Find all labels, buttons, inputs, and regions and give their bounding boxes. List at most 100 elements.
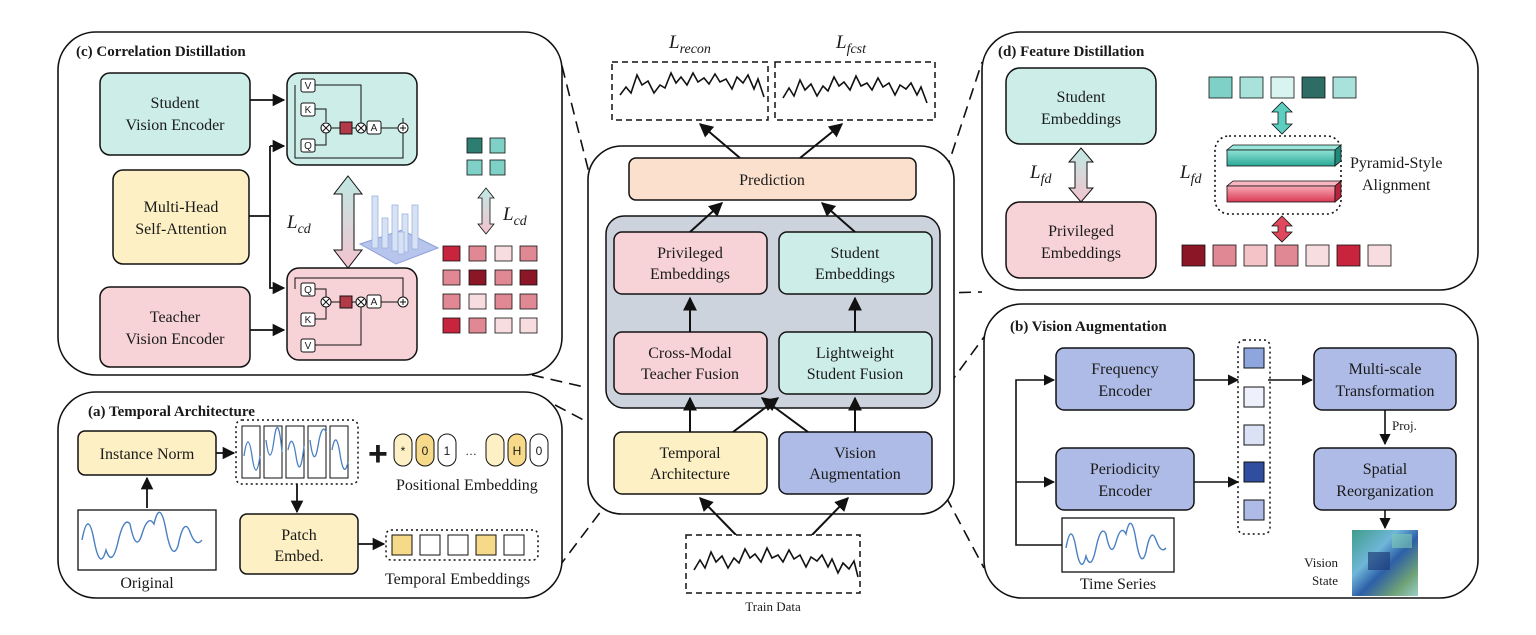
loss-cd-small: Lcd — [502, 204, 528, 229]
d-privileged-label-2: Embeddings — [1041, 245, 1121, 262]
token-0: * — [401, 444, 406, 458]
temporal-embedding-tokens — [391, 534, 525, 556]
teacher-v: V — [305, 341, 312, 352]
spatial-label-1: Spatial — [1363, 461, 1408, 478]
teacher-vision-encoder — [99, 286, 251, 368]
frequency-label-1: Frequency — [1091, 361, 1159, 378]
mhsa-label-1: Multi-Head — [144, 199, 219, 216]
vision-token-column — [1243, 347, 1265, 521]
student-encoder-label-1: Student — [151, 95, 200, 112]
loss-cd-main: Lcd — [286, 212, 312, 237]
loss-recon: Lrecon — [668, 32, 711, 57]
token-5: 0 — [536, 444, 543, 458]
temporal-label-1: Temporal — [659, 445, 721, 462]
teal-align-arrow — [1271, 101, 1293, 135]
panel-a-title: (a) Temporal Architecture — [88, 404, 255, 420]
d-privileged-label-1: Privileged — [1048, 223, 1114, 240]
loss-fd-left: Lfd — [1029, 162, 1052, 187]
privileged-embeddings-label-1: Privileged — [657, 245, 723, 262]
d-student-label-2: Embeddings — [1041, 111, 1121, 128]
panel-correlation-distillation: (c) Correlation Distillation Student Vis… — [57, 31, 563, 376]
student-k: K — [305, 105, 312, 116]
teal-matrix-2x2 — [466, 137, 506, 176]
teacher-fusion-label-1: Cross-Modal — [648, 345, 732, 362]
d-student-label-1: Student — [1057, 89, 1106, 106]
student-attention-block — [286, 72, 418, 166]
vision-label-2: Augmentation — [809, 466, 901, 483]
mhsa-label-2: Self-Attention — [135, 221, 227, 238]
cd-small-arrow — [477, 187, 495, 235]
student-fusion-label-1: Lightweight — [816, 345, 895, 362]
multi-scale-label-2: Transformation — [1336, 383, 1435, 400]
temporal-label-2: Architecture — [650, 466, 730, 483]
red-align-arrow — [1271, 215, 1293, 243]
privileged-embeddings-box — [613, 231, 768, 295]
pyramid-label-2: Alignment — [1362, 177, 1431, 194]
pyramid-label-1: Pyramid-Style — [1350, 155, 1442, 172]
prediction-box — [628, 157, 917, 201]
vision-state-label-1: Vision — [1304, 555, 1338, 570]
panel-vision-augmentation: (b) Vision Augmentation Frequency Encode… — [983, 303, 1479, 599]
student-embeddings-label-1: Student — [831, 245, 880, 262]
teacher-encoder-label-1: Teacher — [150, 309, 201, 326]
original-wave — [81, 511, 203, 560]
panel-feature-distillation: (d) Feature Distillation Student Embeddi… — [981, 31, 1479, 291]
recon-plot — [611, 61, 769, 121]
vision-augmentation-box — [778, 431, 933, 495]
pyramid-bars — [1225, 144, 1343, 203]
positional-embedding-label: Positional Embedding — [396, 477, 538, 494]
student-embeddings-box — [778, 231, 933, 295]
loss-fcst: Lfcst — [835, 32, 867, 57]
red-matrix-4x4 — [442, 245, 538, 334]
pyramid-frame — [1214, 135, 1342, 215]
loss-fd-right: Lfd — [1179, 162, 1202, 187]
patch-embed-label-1: Patch — [281, 527, 317, 544]
student-fusion-label-2: Student Fusion — [807, 366, 903, 383]
token-4: H — [513, 444, 522, 458]
multi-head-self-attention — [112, 169, 250, 265]
frequency-encoder — [1055, 347, 1195, 411]
fcst-plot — [774, 61, 936, 121]
train-data-plot — [685, 534, 861, 594]
temporal-embedding-frame — [385, 529, 539, 561]
teacher-a: A — [371, 297, 378, 308]
panel-temporal-architecture: (a) Temporal Architecture Instance Norm … — [57, 391, 563, 599]
teacher-q: Q — [304, 285, 312, 296]
student-encoder-label-2: Vision Encoder — [125, 117, 225, 134]
spatial-label-2: Reorganization — [1336, 483, 1433, 500]
periodicity-encoder — [1055, 447, 1195, 511]
panel-c-title: (c) Correlation Distillation — [76, 44, 246, 60]
teacher-fusion-box — [613, 331, 768, 395]
token-3: … — [465, 444, 477, 458]
panel-b-title: (b) Vision Augmentation — [1010, 319, 1167, 335]
teacher-fusion-label-2: Teacher Fusion — [641, 366, 739, 383]
student-embeddings-label-2: Embeddings — [815, 266, 895, 283]
vision-label-1: Vision — [834, 445, 876, 462]
d-privileged-embeddings — [1005, 201, 1157, 279]
periodicity-label-2: Encoder — [1098, 483, 1152, 500]
token-2: 1 — [444, 444, 451, 458]
train-data-line — [693, 546, 859, 578]
d-student-embeddings — [1005, 67, 1157, 145]
vision-token-frame — [1237, 339, 1271, 535]
student-q: Q — [304, 141, 312, 152]
student-fusion-box — [778, 331, 933, 395]
instance-norm-label: Instance Norm — [100, 446, 195, 463]
student-a: A — [371, 123, 378, 134]
periodicity-label-1: Periodicity — [1090, 461, 1160, 478]
fcst-line — [782, 74, 928, 104]
frequency-label-2: Encoder — [1098, 383, 1152, 400]
prediction-label: Prediction — [739, 172, 805, 189]
proj-label: Proj. — [1392, 418, 1417, 433]
multi-scale-label-1: Multi-scale — [1349, 361, 1422, 378]
teacher-attention-block — [286, 267, 418, 361]
privileged-embeddings-label-2: Embeddings — [650, 266, 730, 283]
plus-sign: + — [368, 435, 388, 473]
time-series-plot — [1061, 517, 1175, 573]
panel-d-title: (d) Feature Distillation — [998, 44, 1145, 60]
cd-double-arrow — [332, 175, 364, 269]
patch-waves — [243, 426, 349, 471]
attention-bars-icon — [358, 195, 440, 265]
teal-token-row — [1208, 76, 1357, 99]
